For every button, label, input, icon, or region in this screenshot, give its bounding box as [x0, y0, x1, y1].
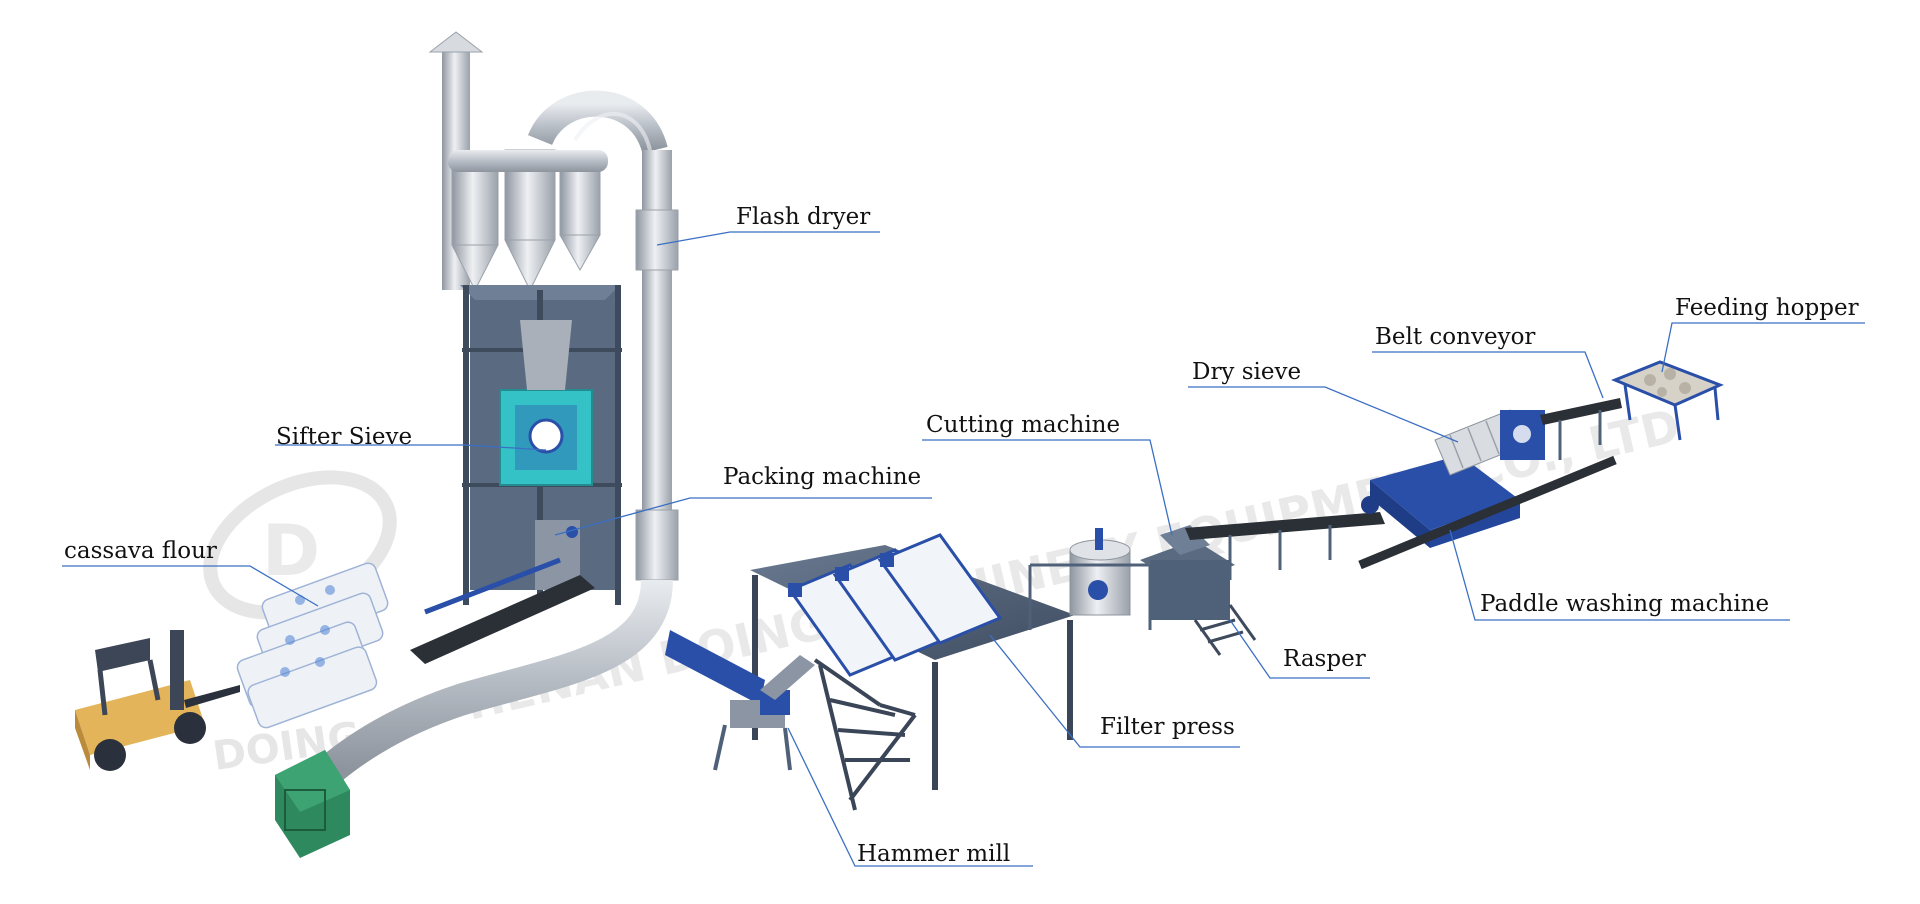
slurry-tank [1028, 528, 1152, 630]
forklift [75, 630, 240, 771]
leader-dry-sieve [1188, 386, 1459, 443]
paddle-washing-machine-unit [1358, 455, 1617, 570]
leader-belt-conveyor [1372, 351, 1604, 399]
leader-feeding-hopper [1661, 322, 1865, 373]
steel-tower [410, 285, 622, 664]
label-hammer-mill: Hammer mill [857, 841, 1011, 867]
cassava-flour-bags [236, 562, 389, 729]
sifter-sieve-machine [499, 320, 593, 486]
leader-rasper [1229, 619, 1370, 679]
inclined-conveyor [1185, 512, 1385, 580]
filter-press-platform [750, 533, 1075, 811]
leader-cassava-flour [62, 565, 319, 607]
label-cutting-machine: Cutting machine [926, 412, 1121, 438]
label-paddle-washing-machine: Paddle washing machine [1480, 591, 1770, 617]
label-sifter-sieve: Sifter Sieve [276, 424, 413, 450]
filter-press-machines [787, 533, 1003, 677]
rasper-machine [1140, 525, 1257, 656]
leader-cutting-machine [922, 439, 1173, 536]
leader-packing-machine [554, 497, 932, 536]
leader-paddle-washing [1449, 529, 1790, 621]
leader-lines [62, 231, 1865, 867]
label-flash-dryer: Flash dryer [736, 204, 871, 230]
leader-sifter-sieve [275, 444, 547, 451]
dry-sieve-machine [1434, 409, 1545, 476]
label-filter-press: Filter press [1100, 714, 1235, 740]
leader-filter-press [989, 634, 1240, 748]
svg-text:D: D [262, 510, 320, 592]
label-belt-conveyor: Belt conveyor [1375, 324, 1536, 350]
leader-hammer-mill [787, 727, 1033, 867]
label-packing-machine: Packing machine [723, 464, 922, 490]
leader-flash-dryer [656, 231, 880, 246]
platform-stairs [813, 658, 917, 811]
label-rasper: Rasper [1283, 646, 1366, 672]
label-dry-sieve: Dry sieve [1192, 359, 1302, 385]
feeding-hopper-machine [1611, 360, 1724, 441]
flash-dryer-unit [319, 31, 679, 783]
hammer-mill-machine [665, 630, 815, 771]
flash-dryer-fan [275, 750, 350, 858]
label-feeding-hopper: Feeding hopper [1675, 295, 1859, 321]
belt-conveyor-machine [1540, 398, 1622, 460]
label-cassava-flour: cassava flour [64, 538, 217, 564]
